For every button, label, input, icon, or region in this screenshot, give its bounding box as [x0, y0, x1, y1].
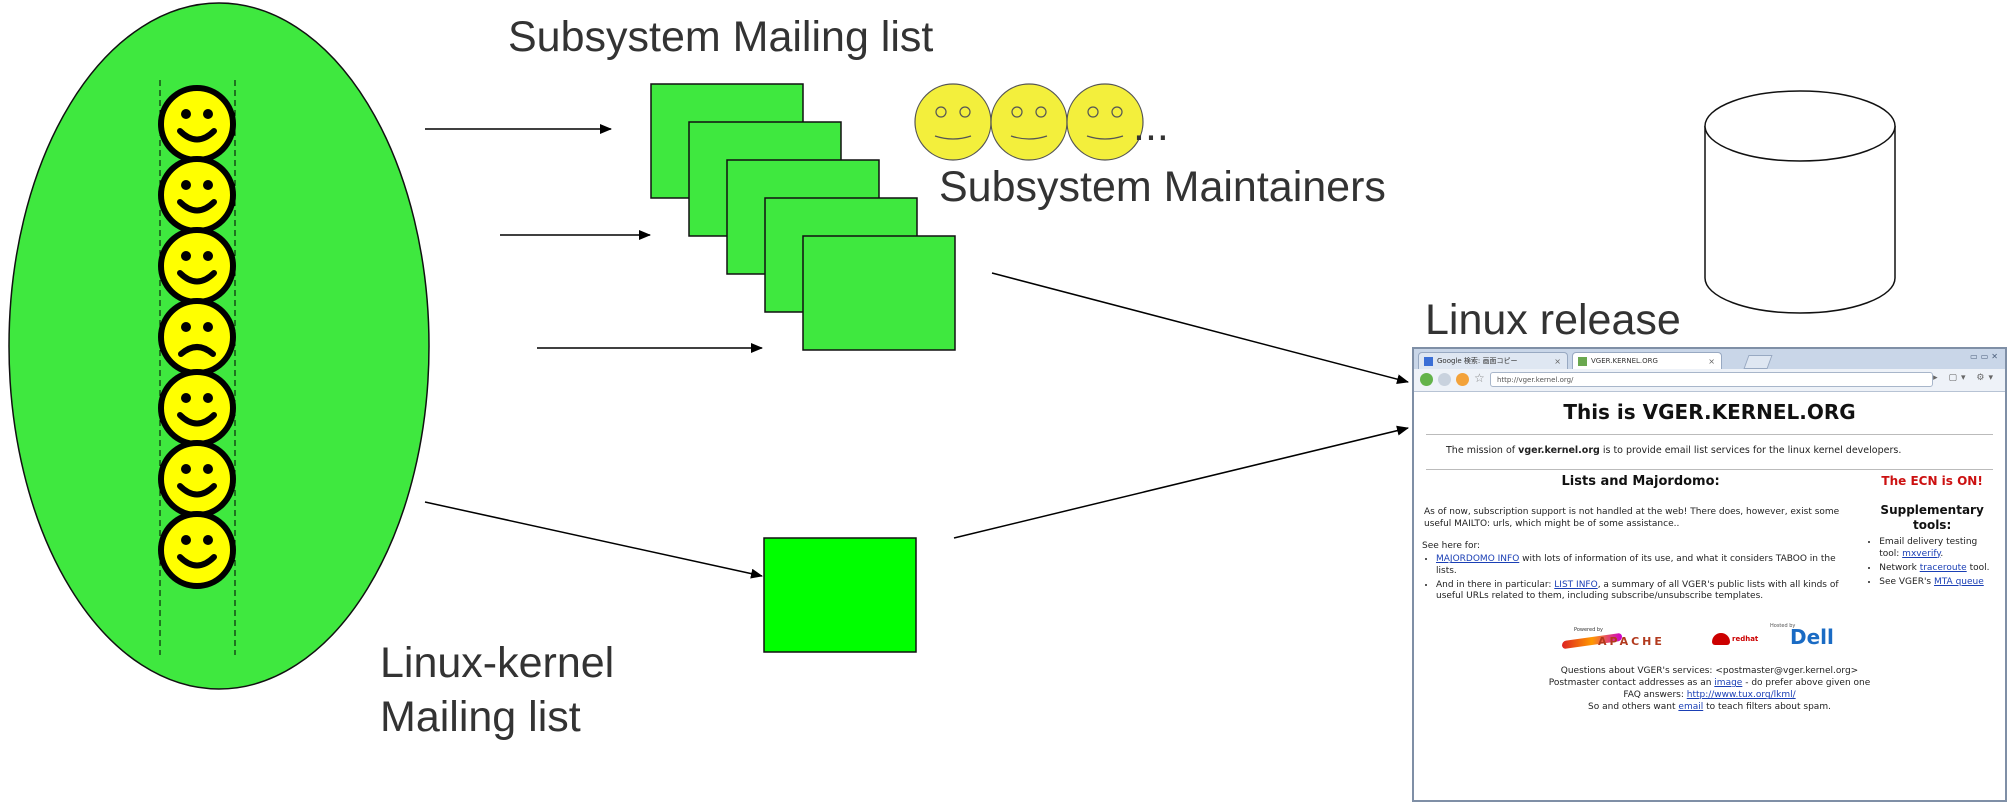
address-bar[interactable]: http://vger.kernel.org/ — [1490, 372, 1933, 387]
divider — [1426, 434, 1993, 435]
browser-tab-vger[interactable]: VGER.KERNEL.ORG × — [1572, 352, 1722, 369]
linux-kernel-label-line2: Mailing list — [380, 693, 581, 741]
divider — [1426, 469, 1993, 471]
see-here-label: See here for: — [1422, 540, 1481, 551]
faq-link[interactable]: http://www.tux.org/lkml/ — [1686, 690, 1796, 701]
forward-button-icon[interactable] — [1438, 373, 1451, 386]
smiley-face-icon — [158, 85, 236, 163]
mxverify-link[interactable]: mxverify — [1902, 548, 1941, 559]
bookmark-star-icon[interactable]: ☆ — [1474, 371, 1485, 385]
dell-logo: Dell — [1790, 625, 1834, 650]
linux-kernel-list-box — [763, 537, 917, 653]
redhat-logo: redhat — [1712, 629, 1760, 649]
see-here-list: MAJORDOMO INFO with lots of information … — [1422, 554, 1859, 603]
lists-heading: Lists and Majordomo: — [1561, 474, 1720, 490]
browser-tab-strip: Google 検索: 画面コピー × VGER.KERNEL.ORG × ▭▭✕ — [1414, 349, 2005, 369]
maintainer-smiley-icon — [990, 83, 1068, 161]
list-item: Email delivery testing tool: mxverify. — [1879, 537, 1997, 560]
release-database-cylinder — [1704, 90, 1896, 314]
arrow-list-to-release — [991, 272, 1409, 385]
browser-page-content: This is VGER.KERNEL.ORG The mission of v… — [1414, 400, 2005, 714]
list-item: Network traceroute tool. — [1879, 563, 1997, 574]
close-tab-icon[interactable]: × — [1708, 357, 1715, 366]
sad-face-icon — [158, 298, 236, 376]
google-favicon-icon — [1424, 357, 1433, 366]
maintainer-smiley-icon — [1066, 83, 1144, 161]
page-menu-icon[interactable]: ▸ ▢▾ ⚙▾ — [1933, 373, 1997, 383]
footer-line: So and others want email to teach filter… — [1588, 702, 1831, 713]
list-item: See VGER's MTA queue — [1879, 577, 1997, 588]
linux-kernel-label-line1: Linux-kernel — [380, 639, 615, 687]
browser-toolbar: ☆ http://vger.kernel.org/ ▸ ▢▾ ⚙▾ — [1414, 369, 2005, 392]
image-link[interactable]: image — [1714, 678, 1743, 689]
ecn-notice: The ECN is ON! — [1881, 474, 1983, 489]
maintainer-smiley-icon — [914, 83, 992, 161]
subsystem-mailing-list-label: Subsystem Mailing list — [508, 13, 934, 61]
browser-tab-label: Google 検索: 画面コピー — [1437, 357, 1518, 365]
page-heading: This is VGER.KERNEL.ORG — [1563, 400, 1856, 424]
email-link[interactable]: email — [1678, 702, 1704, 713]
maintainers-ellipsis: ... — [1133, 102, 1169, 150]
reload-button-icon[interactable] — [1456, 373, 1469, 386]
list-item: MAJORDOMO INFO with lots of information … — [1436, 554, 1859, 577]
supplementary-list: Email delivery testing tool: mxverify. N… — [1867, 537, 1997, 588]
browser-tab-google[interactable]: Google 検索: 画面コピー × — [1418, 352, 1568, 369]
supplementary-heading: Supplementary tools: — [1880, 503, 1984, 533]
sponsor-logos: Powered by APACHE redhat Hosted by Dell — [1422, 621, 1997, 657]
close-tab-icon[interactable]: × — [1554, 357, 1561, 366]
traceroute-link[interactable]: traceroute — [1919, 562, 1967, 573]
page-footer: Questions about VGER's services: <postma… — [1422, 665, 1997, 714]
browser-tab-label: VGER.KERNEL.ORG — [1591, 357, 1658, 365]
redhat-hat-icon — [1712, 633, 1730, 646]
maintainer-faces — [914, 83, 1144, 161]
window-controls-icon[interactable]: ▭▭✕ — [1970, 352, 2001, 361]
mta-queue-link[interactable]: MTA queue — [1933, 577, 1984, 588]
footer-line: FAQ answers: http://www.tux.org/lkml/ — [1623, 690, 1796, 701]
supplementary-sidebar: The ECN is ON! Supplementary tools: Emai… — [1859, 470, 1997, 605]
new-tab-button[interactable] — [1743, 355, 1773, 369]
vger-browser-screenshot: Google 検索: 画面コピー × VGER.KERNEL.ORG × ▭▭✕… — [1412, 347, 2007, 802]
back-button-icon[interactable] — [1420, 373, 1433, 386]
developer-faces — [158, 85, 236, 589]
smiley-face-icon — [158, 227, 236, 305]
majordomo-info-link[interactable]: MAJORDOMO INFO — [1436, 554, 1520, 565]
lists-paragraph: As of now, subscription support is not h… — [1424, 507, 1840, 529]
page-favicon-icon — [1578, 357, 1587, 366]
subsystem-list-box-5 — [802, 235, 956, 351]
list-item: And in there in particular: LIST INFO, a… — [1436, 580, 1859, 603]
footer-line: Postmaster contact addresses as an image… — [1548, 678, 1871, 689]
linux-release-label: Linux release — [1425, 296, 1681, 344]
smiley-face-icon — [158, 511, 236, 589]
arrow-lkml-to-release — [953, 425, 1409, 539]
footer-line: Questions about VGER's services: <postma… — [1560, 666, 1859, 677]
subsystem-maintainers-label: Subsystem Maintainers — [939, 163, 1386, 211]
list-info-link[interactable]: LIST INFO — [1554, 579, 1598, 590]
arrow-dev-to-lkml — [424, 501, 763, 579]
lists-column: Lists and Majordomo: As of now, subscrip… — [1422, 470, 1859, 605]
smiley-face-icon — [158, 156, 236, 234]
smiley-face-icon — [158, 440, 236, 518]
mission-paragraph: The mission of vger.kernel.org is to pro… — [1446, 445, 1902, 456]
dell-hosted-label: Hosted by — [1770, 623, 1796, 630]
smiley-face-icon — [158, 369, 236, 447]
apache-logo: Powered by APACHE — [1562, 627, 1692, 650]
